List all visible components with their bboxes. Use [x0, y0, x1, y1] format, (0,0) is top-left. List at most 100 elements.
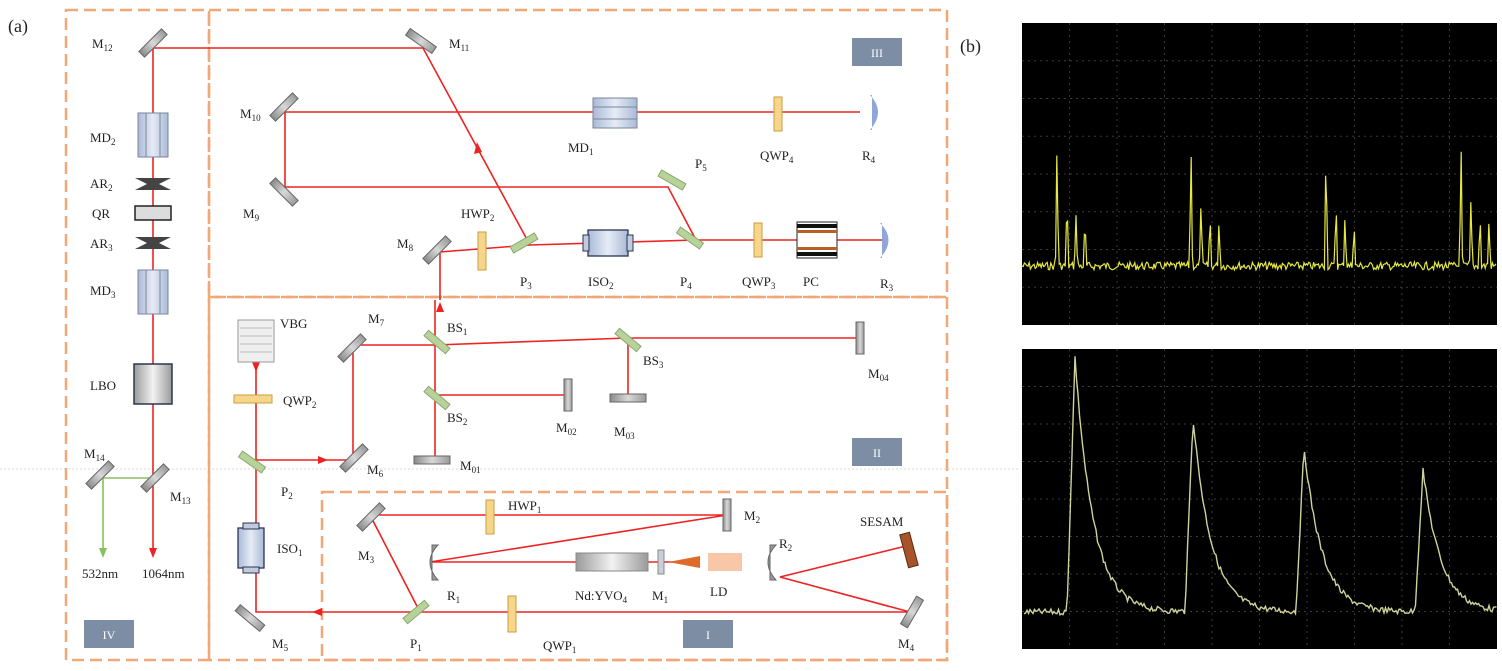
qr-element: [134, 205, 172, 221]
mirror-m02: [563, 378, 573, 412]
badge-iii-label: III: [871, 46, 883, 60]
beam-arrows: [149, 142, 482, 616]
waveplate-qwp1: [507, 595, 517, 633]
beamsplitter-bs2: [423, 385, 451, 411]
arrow-p1-m5: [312, 608, 322, 616]
section-badges: III II I IV: [84, 38, 902, 648]
arrow-m11-p3: [474, 142, 482, 154]
badge-iv-label: IV: [103, 628, 116, 642]
label-ar3: AR3: [90, 236, 113, 253]
mirror-m04: [855, 321, 865, 355]
label-m13: M13: [170, 489, 191, 506]
mirror-m3: [356, 502, 386, 532]
label-r4: R4: [862, 148, 876, 165]
scope-top-trace: [1021, 151, 1497, 272]
scope-bottom-grid: [1022, 349, 1497, 649]
label-m2: M2: [744, 508, 760, 525]
md2-box: [137, 112, 169, 158]
mirror-m01: [413, 455, 451, 465]
mirror-m1: [657, 549, 665, 575]
label-qr: QR: [92, 206, 110, 221]
label-m4: M4: [898, 636, 915, 653]
label-m03: M03: [614, 424, 635, 441]
section-iv-crystals: [133, 178, 173, 405]
badge-ii-label: II: [873, 446, 881, 460]
label-p4: P4: [680, 274, 692, 291]
arrow-up-bs1: [436, 302, 444, 312]
polarizers-and-splitters: [237, 169, 705, 625]
label-p3: P3: [520, 274, 532, 291]
iso1-end-bottom: [242, 566, 260, 574]
waveplate-hwp2: [477, 231, 487, 271]
label-m8: M8: [397, 236, 414, 253]
label-md2: MD2: [90, 130, 115, 147]
label-p2: P2: [281, 484, 293, 501]
beamsplitter-bs3: [614, 327, 642, 353]
section-frames: [64, 8, 949, 662]
mirror-r1: [429, 544, 440, 581]
iso1-body: [237, 527, 265, 569]
label-m9: M9: [243, 206, 260, 223]
mirror-m9: [269, 177, 299, 207]
ar2-element: [135, 178, 171, 190]
label-bs3: BS3: [643, 353, 664, 370]
panel-a-label: (a): [8, 16, 28, 37]
label-p1: P1: [410, 636, 422, 653]
label-r2: R2: [779, 536, 792, 553]
label-p5: P5: [695, 156, 707, 173]
frame-section-i: [320, 490, 949, 662]
pc-band-2: [797, 230, 837, 233]
lbo-crystal: [133, 363, 173, 405]
mirror-m4: [899, 595, 925, 629]
beam-m12-m11-p3: [153, 47, 531, 246]
badge-ii: [852, 438, 902, 466]
label-m04: M04: [868, 366, 889, 383]
mirror-m03: [609, 393, 647, 403]
output-1064-label: 1064nm: [142, 566, 185, 581]
badge-i: [683, 620, 733, 648]
label-m3: M3: [358, 548, 375, 565]
md-modules: [137, 97, 638, 315]
label-bs2: BS2: [447, 410, 467, 427]
label-m01: M01: [460, 458, 481, 475]
iso2-body: [587, 229, 629, 257]
arrow-vbg-down: [252, 362, 260, 372]
md3-box: [137, 269, 169, 315]
label-qwp1: QWP1: [543, 638, 576, 655]
label-md3: MD3: [90, 283, 116, 300]
arrow-1064-down: [149, 548, 157, 558]
waveplate-hwp1: [485, 499, 495, 535]
beam-bs1-bs3-m04: [434, 337, 860, 346]
badge-iv: [84, 620, 134, 648]
label-vbg: VBG: [280, 316, 307, 331]
label-ld: LD: [710, 584, 727, 599]
label-m02: M02: [556, 420, 577, 437]
output-532-label: 532nm: [82, 566, 118, 581]
panel-b-label: (b): [960, 36, 981, 57]
scope-top-grid: [1022, 23, 1497, 325]
pc-band-1: [797, 224, 837, 228]
label-pc: PC: [803, 274, 819, 289]
vbg-element: [237, 319, 275, 363]
waveplate-qwp2: [233, 394, 273, 404]
label-m6: M6: [367, 462, 384, 479]
label-qwp2: QWP2: [283, 393, 316, 410]
reflector-r3: [880, 223, 889, 258]
polarizer-p5: [657, 169, 687, 191]
laser-diode-ld: [708, 553, 742, 571]
label-m11: M11: [449, 36, 469, 53]
label-ar2: AR2: [90, 176, 113, 193]
ar3-element: [135, 237, 171, 249]
reflector-r4: [870, 95, 878, 130]
label-m5: M5: [272, 636, 289, 653]
arrow-532-down: [99, 548, 107, 558]
label-m10: M10: [240, 106, 261, 123]
label-sesam: SESAM: [860, 514, 904, 529]
sesam-element: [899, 531, 919, 569]
mirror-m14: [85, 460, 115, 490]
pc-band-3: [797, 247, 837, 250]
oscilloscope-bottom: [1022, 349, 1497, 649]
ndyvo4-crystal: [575, 552, 649, 572]
